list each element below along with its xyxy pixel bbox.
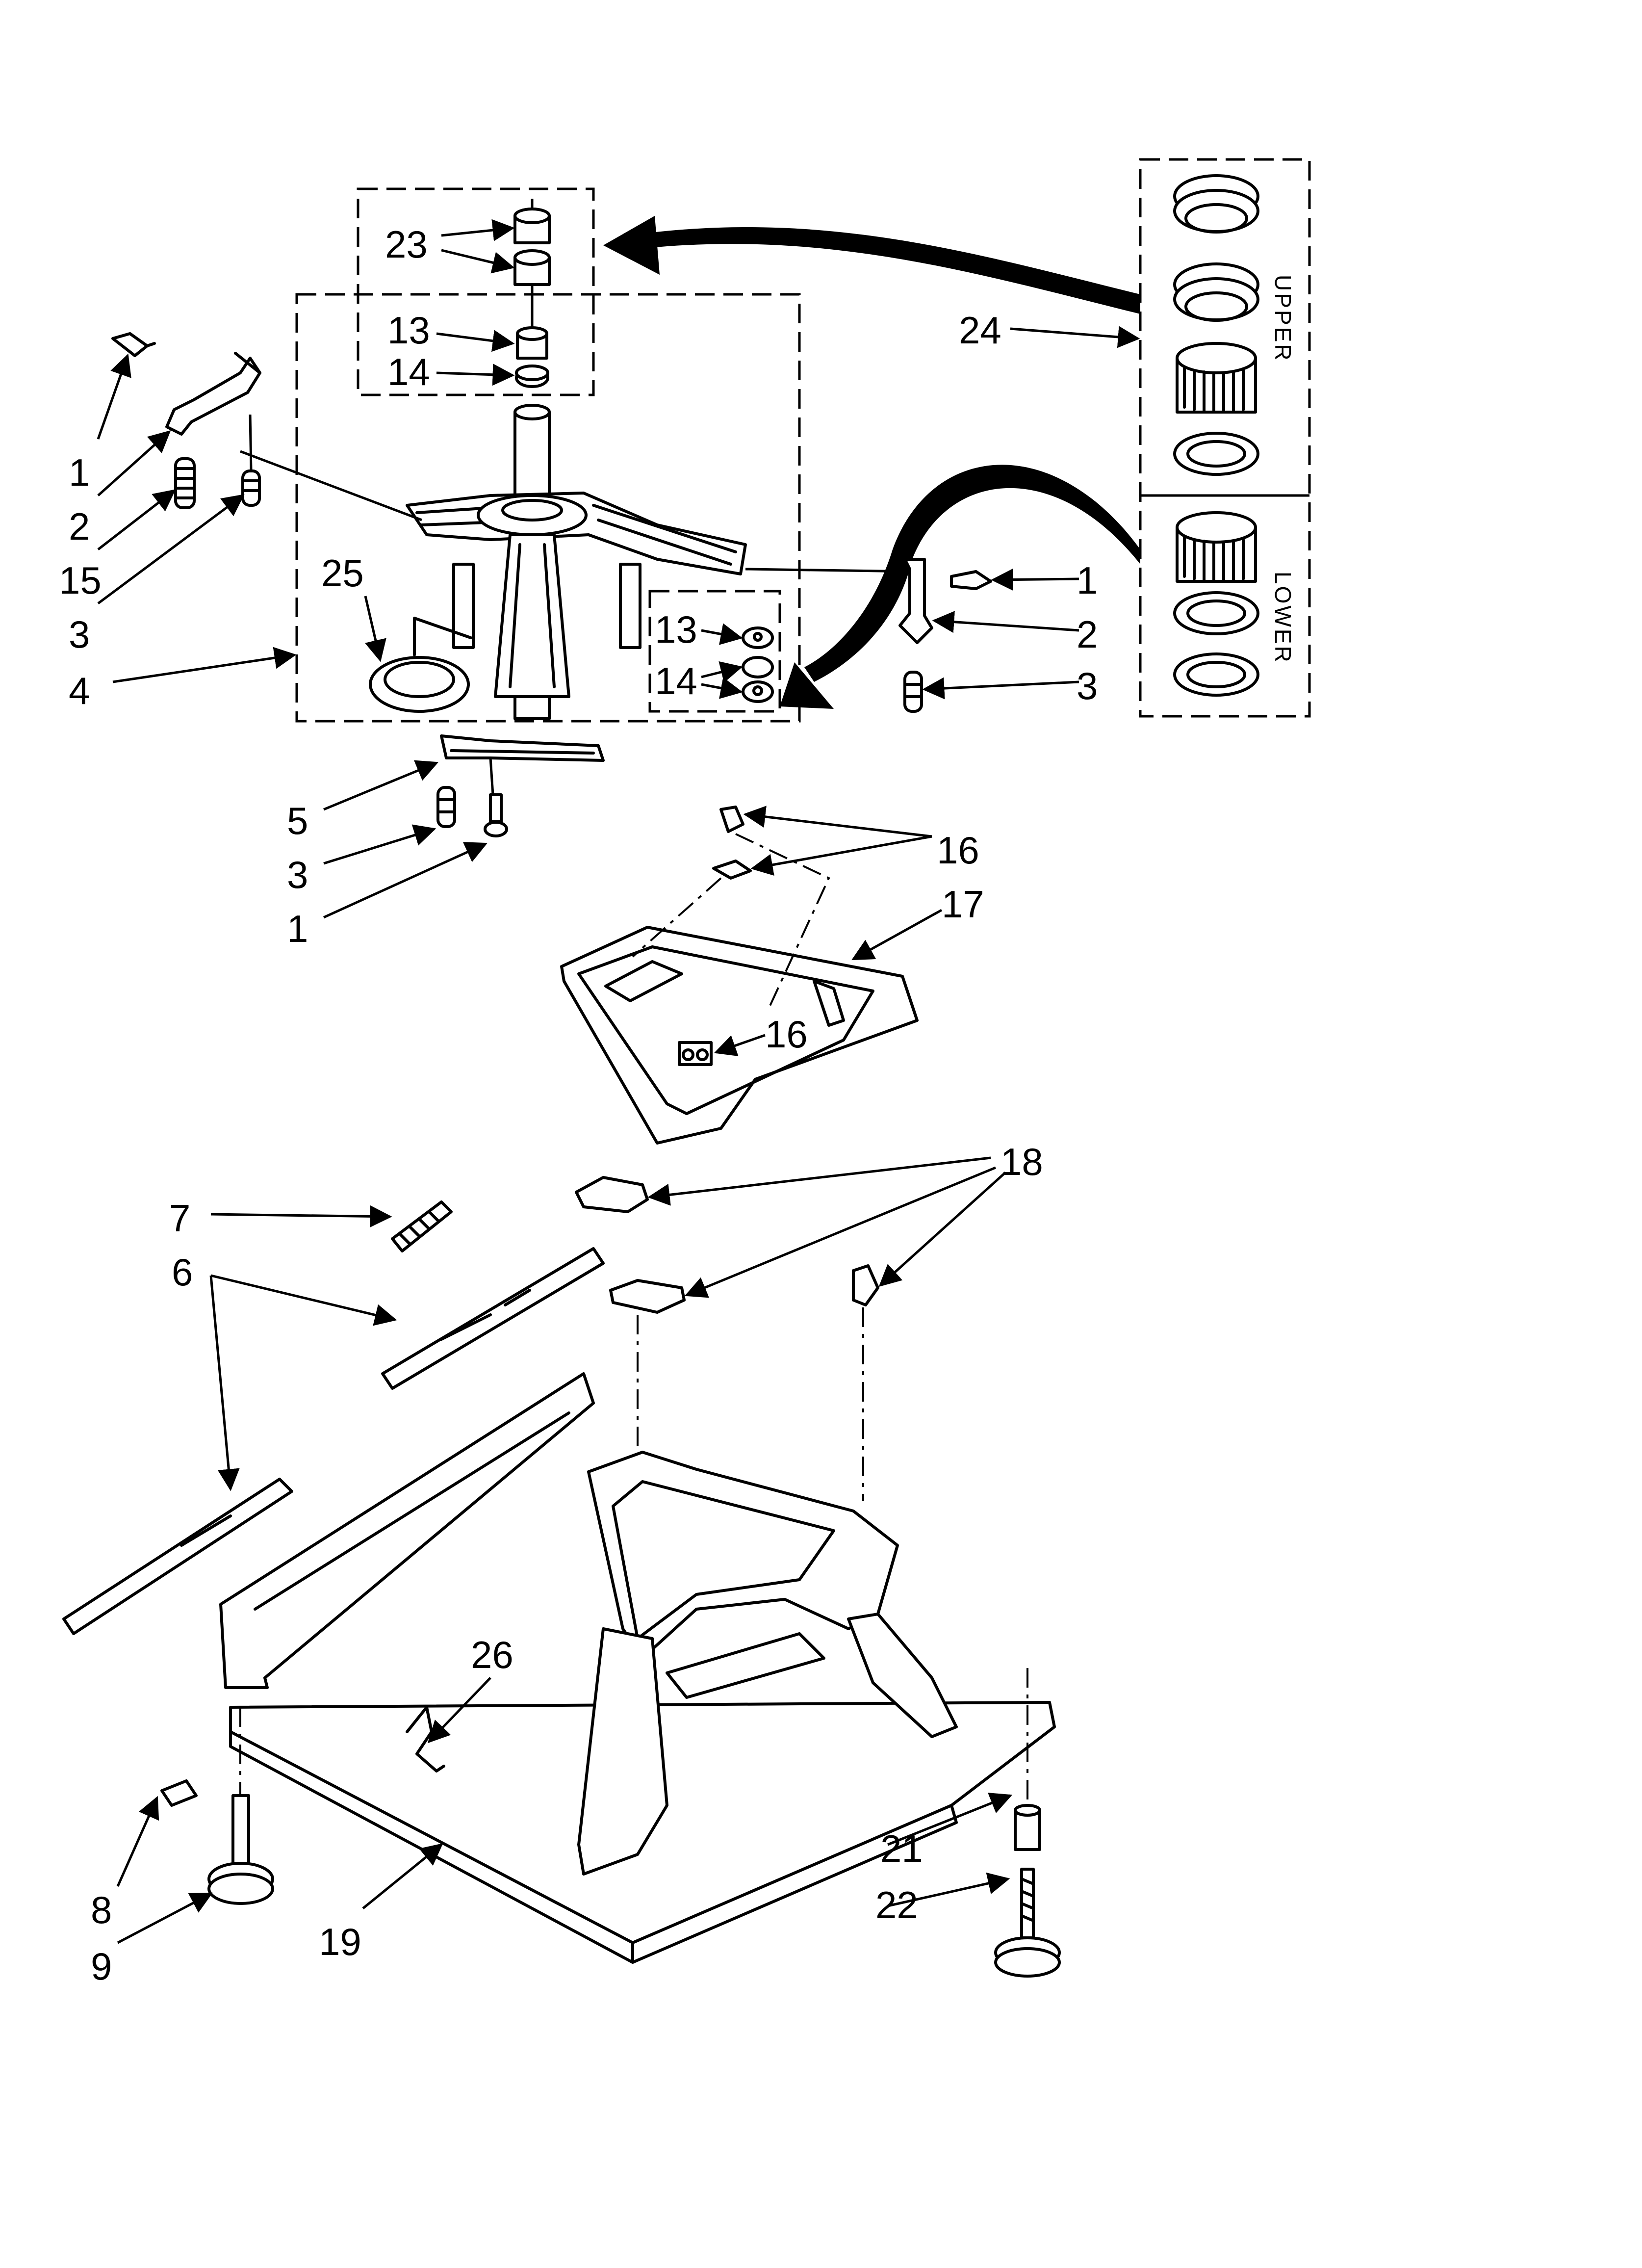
cabinet-base-19 xyxy=(219,1372,1056,1964)
callout-2-right: 2 xyxy=(1077,613,1098,656)
upper-label: UPPER xyxy=(1270,275,1296,362)
callout-17: 17 xyxy=(942,883,984,926)
upper-kit-arrow xyxy=(603,216,1140,314)
bearing-kit-box: UPPER LOWER xyxy=(1139,158,1311,718)
leveling-leg-9 xyxy=(207,1794,274,1905)
callout-7: 7 xyxy=(169,1197,190,1240)
callout-16-mid: 16 xyxy=(765,1013,808,1056)
rail-6-lower xyxy=(62,1478,293,1635)
callout-1-lower: 1 xyxy=(287,907,308,950)
callout-19: 19 xyxy=(319,1920,361,1963)
lower-ring-1 xyxy=(1173,591,1259,635)
left-bolt-1 xyxy=(111,332,156,357)
washer-14-top xyxy=(515,365,549,388)
bumper-16-upper xyxy=(719,806,744,833)
callout-5: 5 xyxy=(287,799,308,842)
washer-14-box-2 xyxy=(742,680,774,703)
callout-8: 8 xyxy=(91,1888,112,1931)
washer-14-box-1 xyxy=(742,656,774,678)
lower-ring-2 xyxy=(1173,652,1259,697)
callout-3-lower: 3 xyxy=(287,853,308,896)
callout-21: 21 xyxy=(880,1827,923,1870)
right-bracket-2 xyxy=(898,558,933,644)
callout-25: 25 xyxy=(321,551,364,595)
spring-15 xyxy=(174,457,196,509)
callout-14-top: 14 xyxy=(387,350,430,393)
clip-26 xyxy=(406,1706,445,1773)
right-bolt-1 xyxy=(950,570,992,590)
spacer-21 xyxy=(1014,1804,1041,1851)
spring-7 xyxy=(391,1200,453,1252)
lower-gear-bearing xyxy=(1176,511,1257,583)
callout-4: 4 xyxy=(69,669,90,712)
upper-seal-1 xyxy=(1173,174,1259,234)
leader-lines xyxy=(97,219,1140,1944)
callout-13-top: 13 xyxy=(387,309,430,352)
pad-18-middle xyxy=(609,1279,686,1314)
right-spring-3 xyxy=(903,671,923,713)
callout-24: 24 xyxy=(959,309,1001,352)
lower-bolt-1 xyxy=(484,793,508,837)
bushing-23-lower xyxy=(513,249,551,329)
callout-23: 23 xyxy=(385,223,428,266)
left-bracket-2 xyxy=(165,352,261,436)
lower-bushing-box xyxy=(648,590,781,713)
pad-18-top xyxy=(575,1176,649,1213)
bracket-5-guide xyxy=(489,757,494,795)
callout-15: 15 xyxy=(59,559,102,602)
callout-22: 22 xyxy=(875,1883,918,1927)
bumper-16-mid xyxy=(712,860,752,880)
callout-2-left: 2 xyxy=(69,505,90,548)
suspension-base-assembly xyxy=(406,404,747,720)
lower-kit-arrow xyxy=(780,465,1140,709)
callout-3-right: 3 xyxy=(1077,664,1098,707)
ring-25 xyxy=(369,617,472,713)
bushing-13-box xyxy=(742,626,774,649)
callout-1-left: 1 xyxy=(69,451,90,494)
left-bracket-guide xyxy=(240,450,422,521)
right-bracket-guide xyxy=(745,568,913,573)
callout-26: 26 xyxy=(471,1633,513,1676)
rail-6-upper xyxy=(381,1247,605,1390)
callout-9: 9 xyxy=(91,1945,112,1988)
bushing-23-upper xyxy=(513,199,551,244)
pin-8 xyxy=(160,1779,198,1807)
suspension-assembly-box xyxy=(295,293,801,723)
upper-ring xyxy=(1173,432,1259,476)
callout-13-box: 13 xyxy=(655,608,697,651)
screw-foot-22 xyxy=(994,1868,1061,1978)
callout-16-top: 16 xyxy=(937,829,979,872)
base-17 xyxy=(560,926,919,1145)
upper-gear-bearing xyxy=(1176,342,1257,414)
lower-spring-3 xyxy=(436,786,456,828)
left-spring-guide xyxy=(249,414,253,471)
upper-seal-2 xyxy=(1173,262,1259,322)
bracket-5 xyxy=(440,734,605,762)
callout-14-box: 14 xyxy=(655,659,697,703)
bumper-16-lower xyxy=(678,1041,713,1066)
lower-label: LOWER xyxy=(1270,572,1296,664)
callout-18: 18 xyxy=(1001,1140,1043,1183)
callout-3-left: 3 xyxy=(69,613,90,656)
bumper-guide-right xyxy=(735,833,830,1006)
callout-1-right: 1 xyxy=(1077,559,1098,602)
callout-6: 6 xyxy=(172,1251,193,1294)
left-spring-3 xyxy=(241,469,261,507)
pad-18-right xyxy=(852,1264,879,1306)
bushing-13-top xyxy=(516,326,548,360)
top-bushing-box xyxy=(357,187,595,396)
